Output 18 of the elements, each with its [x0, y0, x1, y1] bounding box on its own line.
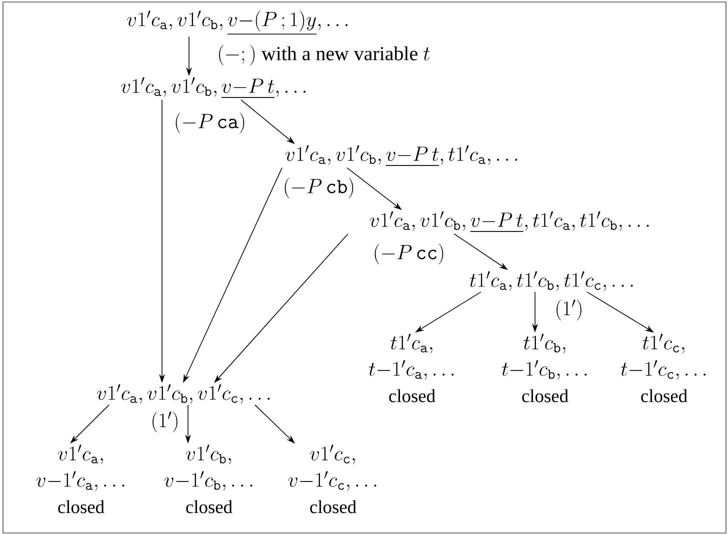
sequent: $v1'c_{\mathtt{a}},v1'c_{\mathtt{b}},\underline{v{-}P\,t},\ldots$	[121, 77, 306, 98]
proof-leaf: $v1'c_{\mathtt{b}},$ $v{-}1'c_{\mathtt{b}},\ldots$ closed	[164, 444, 252, 514]
rule-label: $(-P\,\mathtt{ca})$	[176, 112, 244, 134]
rule-label: $(1')$	[556, 300, 582, 320]
sequent: $v1'c_{\mathtt{a}},v1'c_{\mathtt{b}},v1'c_{\mathtt{c}},\ldots$	[97, 384, 270, 404]
proof-leaf: $t1'c_{\mathtt{a}},$ $t{-}1'c_{\mathtt{a}},\ldots$ closed	[368, 334, 454, 402]
rule-label: $(-;)\text{ with a new variable }t$	[219, 44, 430, 66]
proof-leaf: $v1'c_{\mathtt{a}},$ $v{-}1'c_{\mathtt{a}},\ldots$ closed	[36, 444, 124, 514]
sequent: $t1'c_{\mathtt{a}},t1'c_{\mathtt{b}},t1'c_{\mathtt{c}},\ldots$	[470, 271, 633, 291]
rule-label: $(-P\,\mathtt{cc})$	[374, 244, 444, 264]
proof-leaf: $t1'c_{\mathtt{c}},$ $t{-}1'c_{\mathtt{c}},\ldots$ closed	[620, 334, 706, 402]
rule-label: $(1')$	[152, 412, 178, 432]
sequent: $v1'c_{\mathtt{a}},v1'c_{\mathtt{b}},\underline{v{-}P\,t},t1'c_{\mathtt{a}},t1'c_{\mathtt{b}},\ldots$	[370, 211, 649, 232]
sequent: $v1'c_{\mathtt{a}},v1'c_{\mathtt{b}},\underline{v{-}(P\,;1)y},\ldots$	[127, 10, 348, 34]
proof-leaf: $t1'c_{\mathtt{b}},$ $t{-}1'c_{\mathtt{b}},\ldots$ closed	[502, 334, 587, 402]
rule-label: $(-P\,\mathtt{cb})$	[284, 178, 354, 198]
sequent: $v1'c_{\mathtt{a}},v1'c_{\mathtt{b}},\underline{v{-}P\,t},t1'c_{\mathtt{a}},\ldots$	[286, 145, 518, 166]
proof-leaf: $v1'c_{\mathtt{c}},$ $v{-}1'c_{\mathtt{c}},\ldots$ closed	[288, 444, 376, 514]
